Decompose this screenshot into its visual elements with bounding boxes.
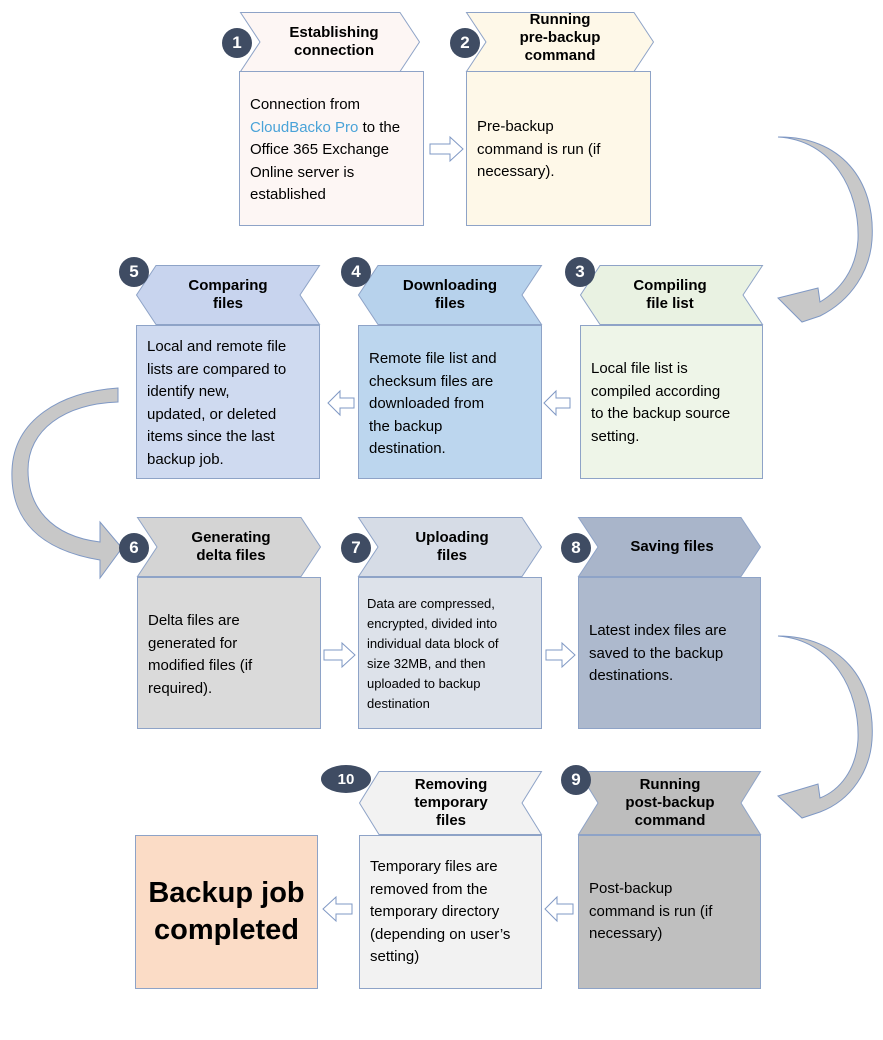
step-3-card: Local file list is compiled according to…: [580, 325, 763, 479]
arrow-4-to-5: [327, 389, 355, 417]
step-5-header: Comparing files: [135, 265, 321, 325]
step-2-card: Pre-backup command is run (if necessary)…: [466, 71, 651, 226]
step-10-card: Temporary files are removed from the tem…: [359, 835, 542, 989]
step-4-card: Remote file list and checksum files are …: [358, 325, 542, 479]
step-2-description: Pre-backup command is run (if necessary)…: [477, 118, 601, 180]
step-9-description: Post-backup command is run (if necessary…: [589, 880, 713, 942]
arrow-7-to-8: [545, 641, 576, 669]
step-4-badge: 4: [341, 257, 371, 287]
curve-arrow-8-to-9: [777, 635, 873, 819]
step-3-title: Compiling file list: [633, 277, 707, 312]
step-7-header: Uploading files: [357, 517, 543, 577]
step-5-title: Comparing files: [188, 277, 268, 312]
step-9-header: Running post-backup command: [577, 771, 762, 835]
step-5-header-shape: [135, 265, 321, 325]
step-5-card: Local and remote file lists are compared…: [136, 325, 320, 479]
step-2-header: Running pre-backup command: [465, 11, 655, 72]
step-6-description: Delta files are generated for modified f…: [148, 612, 253, 697]
step-9-card: Post-backup command is run (if necessary…: [578, 835, 761, 989]
step-8-badge: 8: [561, 533, 591, 563]
step-7-description: Data are compressed, encrypted, divided …: [367, 596, 499, 711]
step-8-card: Latest index files are saved to the back…: [578, 577, 761, 729]
cloudbacko-pro-brand: CloudBacko Pro: [250, 118, 359, 136]
step-2-badge: 2: [450, 28, 480, 58]
step-8-header-shape: [577, 517, 762, 577]
step-10-badge: 10: [321, 765, 371, 793]
step-10-title: Removing temporary files: [414, 776, 488, 829]
curve-arrow-2-to-3: [777, 136, 873, 323]
step-1-card: Connection from CloudBacko Pro to the Of…: [239, 71, 424, 226]
arrow-1-to-2: [429, 135, 464, 163]
step-3-header: Compiling file list: [579, 265, 764, 325]
step-8-header: Saving files: [577, 517, 762, 577]
step-1-description: Connection from CloudBacko Pro to the Of…: [250, 96, 401, 203]
step-8-description: Latest index files are saved to the back…: [589, 622, 727, 684]
curve-arrow-5-to-6: [11, 387, 123, 580]
step-9-title: Running post-backup command: [625, 776, 715, 829]
step-3-badge: 3: [565, 257, 595, 287]
step-6-card: Delta files are generated for modified f…: [137, 577, 321, 729]
step-4-header-shape: [357, 265, 543, 325]
step-9-header-shape: [577, 771, 762, 835]
step-5-badge: 5: [119, 257, 149, 287]
step-10-header: Removing temporary files: [358, 771, 543, 835]
step-6-title: Generating delta files: [191, 529, 271, 564]
step-1-badge: 1: [222, 28, 252, 58]
step-8-title: Saving files: [630, 538, 714, 555]
step-4-description: Remote file list and checksum files are …: [369, 350, 497, 457]
step-3-description: Local file list is compiled according to…: [591, 360, 731, 445]
arrow-6-to-7: [323, 641, 356, 669]
step-6-header-shape: [136, 517, 322, 577]
step-7-card: Data are compressed, encrypted, divided …: [358, 577, 542, 729]
step-10-description: Temporary files are removed from the tem…: [370, 858, 511, 965]
step-7-header-shape: [357, 517, 543, 577]
step-2-title: Running pre-backup command: [519, 11, 601, 64]
step-10-header-shape: [358, 771, 543, 835]
arrow-9-to-10: [544, 895, 574, 923]
step-7-badge: 7: [341, 533, 371, 563]
step-9-badge: 9: [561, 765, 591, 795]
step-1-header: Establishing connection: [239, 12, 421, 72]
arrow-10-to-final: [322, 895, 353, 923]
step-7-title: Uploading files: [415, 529, 489, 564]
step-4-title: Downloading files: [402, 277, 498, 312]
step-4-header: Downloading files: [357, 265, 543, 325]
step-5-description: Local and remote file lists are compared…: [147, 338, 287, 468]
step-6-header: Generating delta files: [136, 517, 322, 577]
arrow-3-to-4: [543, 389, 571, 417]
step-6-badge: 6: [119, 533, 149, 563]
step-1-title: Establishing connection: [289, 24, 379, 59]
step-3-header-shape: [579, 265, 764, 325]
backup-job-completed-box: Backup job completed: [135, 835, 318, 989]
